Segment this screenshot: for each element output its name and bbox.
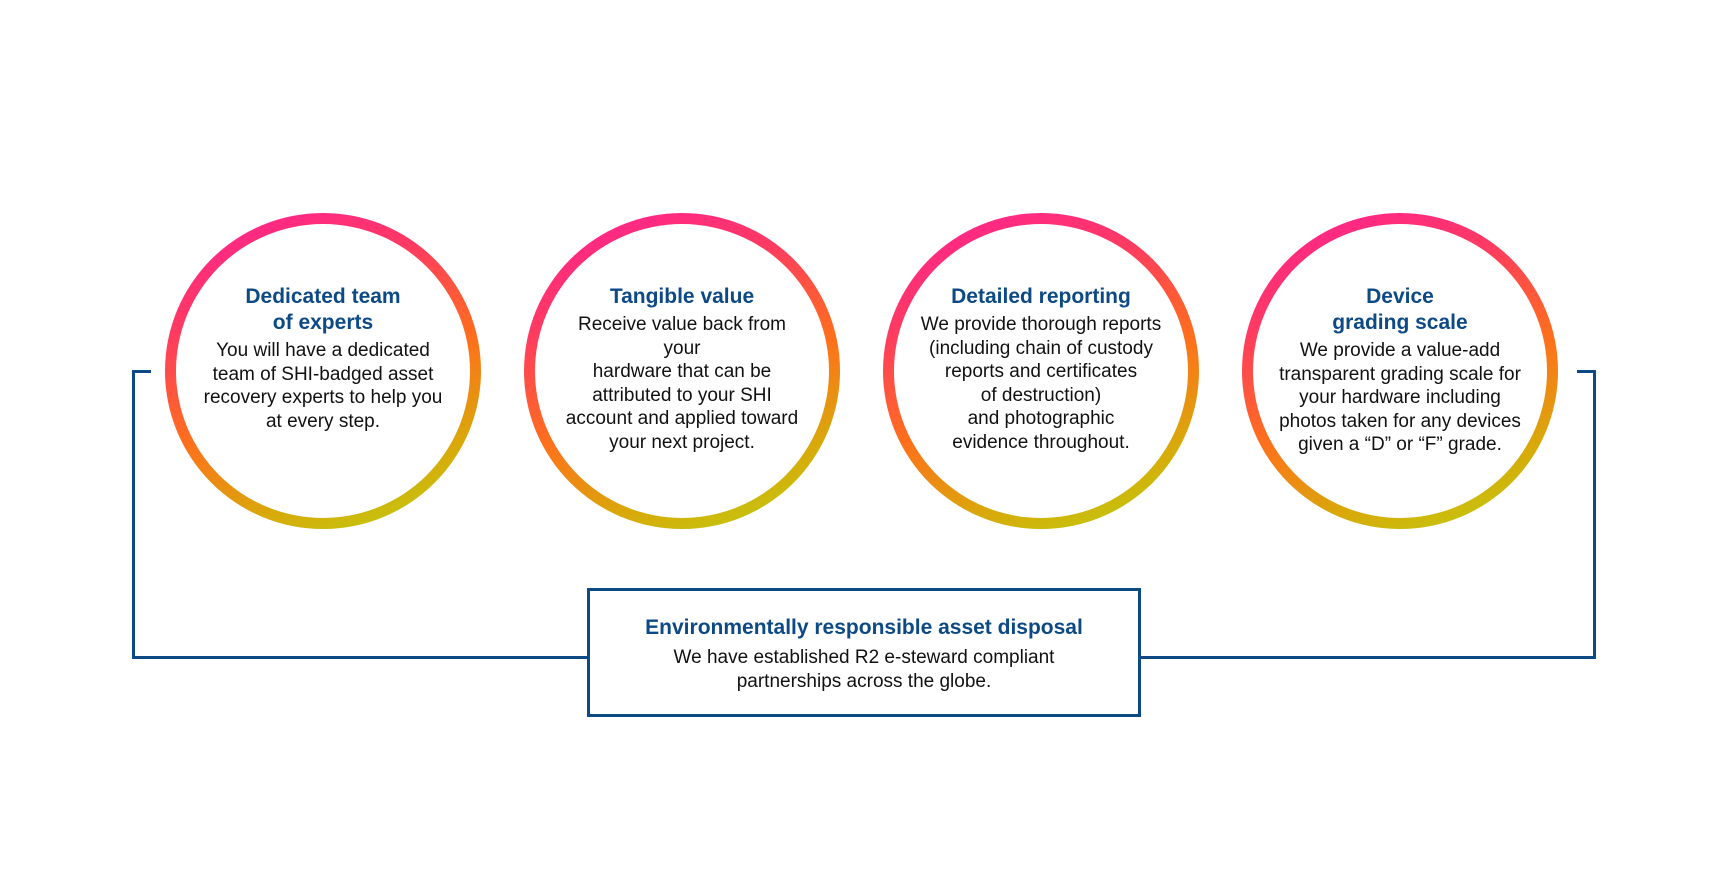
circle-tangible-value: Tangible value Receive value back from y… <box>524 213 840 529</box>
circle-body: Receive value back from your hardware th… <box>565 314 799 453</box>
disposal-box: Environmentally responsible asset dispos… <box>587 588 1141 717</box>
circle-body: We provide a value-add transparent gradi… <box>1279 340 1521 455</box>
circle-body: You will have a dedicated team of SHI-ba… <box>203 340 443 432</box>
left-connector-line <box>132 370 588 659</box>
circle-title: Device grading scale <box>1332 285 1468 334</box>
right-connector-line <box>1138 370 1596 659</box>
circle-dedicated-team: Dedicated team of experts You will have … <box>165 213 481 529</box>
circle-title: Tangible value <box>609 285 755 308</box>
circle-inner: Tangible value Receive value back from y… <box>535 224 829 518</box>
disposal-body: We have established R2 e-steward complia… <box>673 647 1055 692</box>
circle-title: Detailed reporting <box>951 285 1131 308</box>
circle-inner: Dedicated team of experts You will have … <box>176 224 470 518</box>
circle-detailed-reporting: Detailed reporting We provide thorough r… <box>883 213 1199 529</box>
right-connector-tick <box>1577 370 1596 373</box>
circle-inner: Device grading scale We provide a value-… <box>1253 224 1547 518</box>
left-connector-tick <box>132 370 151 373</box>
disposal-title: Environmentally responsible asset dispos… <box>645 616 1083 639</box>
circle-title: Dedicated team of experts <box>245 285 401 334</box>
circle-inner: Detailed reporting We provide thorough r… <box>894 224 1188 518</box>
circle-body: We provide thorough reports (including c… <box>920 314 1162 453</box>
circle-device-grading: Device grading scale We provide a value-… <box>1242 213 1558 529</box>
